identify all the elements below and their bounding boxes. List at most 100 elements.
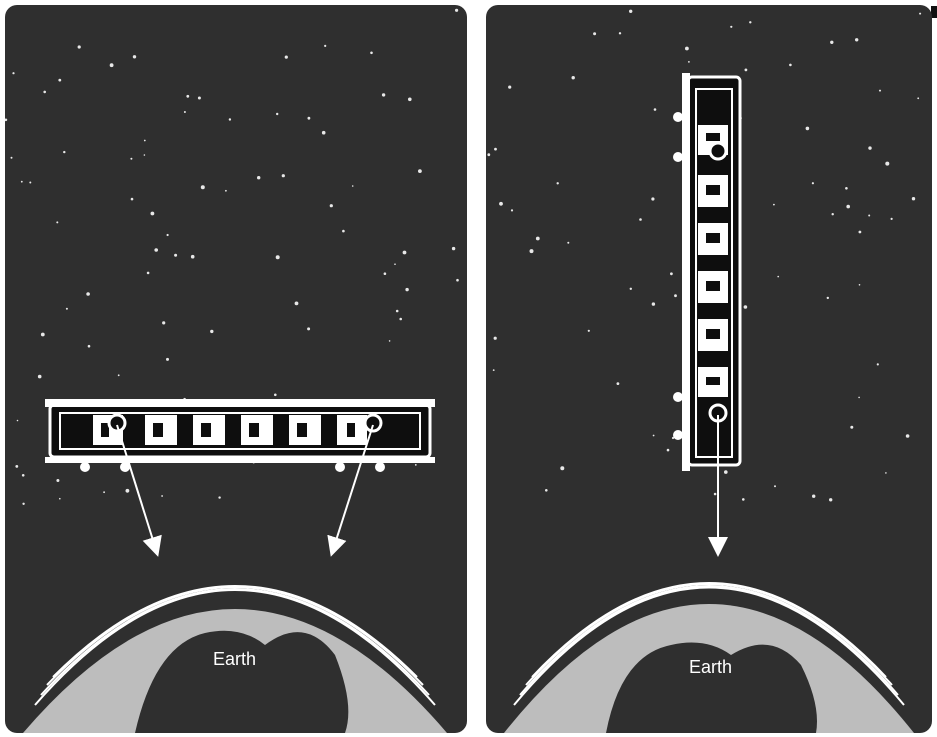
star xyxy=(858,397,860,399)
star xyxy=(394,263,396,265)
star xyxy=(43,91,46,94)
star xyxy=(210,330,213,333)
star xyxy=(308,117,311,120)
star xyxy=(912,197,915,200)
panel-vertical-car: Earth xyxy=(486,5,932,733)
star xyxy=(403,251,407,255)
star xyxy=(41,333,45,337)
star xyxy=(639,218,642,221)
star xyxy=(5,119,7,122)
star xyxy=(389,340,391,342)
star xyxy=(59,498,61,500)
star xyxy=(130,158,132,160)
star xyxy=(859,231,862,234)
star xyxy=(789,64,792,67)
star xyxy=(536,237,540,241)
star xyxy=(201,185,205,189)
star xyxy=(906,434,910,438)
star xyxy=(225,190,227,192)
star xyxy=(654,108,657,111)
star xyxy=(859,284,861,286)
star xyxy=(452,247,455,250)
rail-car-vertical xyxy=(673,73,740,471)
star xyxy=(745,69,748,72)
star xyxy=(22,474,25,477)
star xyxy=(629,10,632,13)
star xyxy=(66,308,68,310)
star xyxy=(151,212,155,216)
star xyxy=(370,52,373,55)
star xyxy=(511,209,513,211)
star xyxy=(307,327,310,330)
star xyxy=(396,310,399,313)
star xyxy=(126,489,130,493)
star xyxy=(274,394,277,397)
star xyxy=(827,297,829,299)
right-illustration xyxy=(486,5,932,733)
star xyxy=(508,86,511,89)
star xyxy=(352,185,354,187)
star xyxy=(545,489,548,492)
star xyxy=(133,55,136,58)
star xyxy=(456,279,459,282)
star xyxy=(218,496,220,498)
star xyxy=(103,491,105,493)
star xyxy=(285,56,288,59)
star xyxy=(276,113,278,115)
star xyxy=(560,466,564,470)
star xyxy=(330,204,333,207)
star xyxy=(653,435,655,437)
star xyxy=(557,182,559,184)
star xyxy=(919,13,921,15)
star xyxy=(742,498,745,501)
star xyxy=(38,375,42,379)
star xyxy=(667,449,670,452)
star xyxy=(877,363,879,365)
star xyxy=(530,249,534,253)
star xyxy=(593,32,596,35)
star xyxy=(845,187,848,190)
star xyxy=(342,230,345,233)
star xyxy=(917,97,919,99)
star xyxy=(166,358,169,361)
panel-horizontal-car: Earth xyxy=(5,5,467,733)
star xyxy=(749,21,751,23)
star xyxy=(257,176,260,179)
star xyxy=(56,221,58,223)
star xyxy=(184,111,186,113)
star xyxy=(144,140,146,142)
star xyxy=(846,205,850,209)
star xyxy=(885,472,887,474)
star xyxy=(730,26,732,28)
star xyxy=(408,98,412,102)
star xyxy=(499,202,503,206)
star xyxy=(868,146,871,149)
star xyxy=(191,255,195,259)
star xyxy=(167,234,169,236)
star xyxy=(494,337,497,340)
star xyxy=(58,79,61,82)
star xyxy=(78,45,81,48)
star xyxy=(773,204,775,206)
earth-label: Earth xyxy=(213,649,256,670)
rail-car-horizontal xyxy=(45,399,435,472)
star xyxy=(15,465,18,468)
star xyxy=(86,292,90,296)
star xyxy=(324,45,326,47)
star xyxy=(832,213,834,215)
star xyxy=(110,63,114,67)
star xyxy=(415,464,417,466)
star xyxy=(21,181,23,183)
star xyxy=(850,426,853,429)
star xyxy=(567,242,569,244)
star xyxy=(295,302,299,306)
star xyxy=(282,174,285,177)
star xyxy=(405,288,408,291)
star xyxy=(22,503,24,505)
star xyxy=(670,272,673,275)
star xyxy=(630,288,632,290)
star xyxy=(63,151,65,153)
star xyxy=(322,131,326,135)
star xyxy=(198,97,201,100)
star xyxy=(688,61,690,63)
